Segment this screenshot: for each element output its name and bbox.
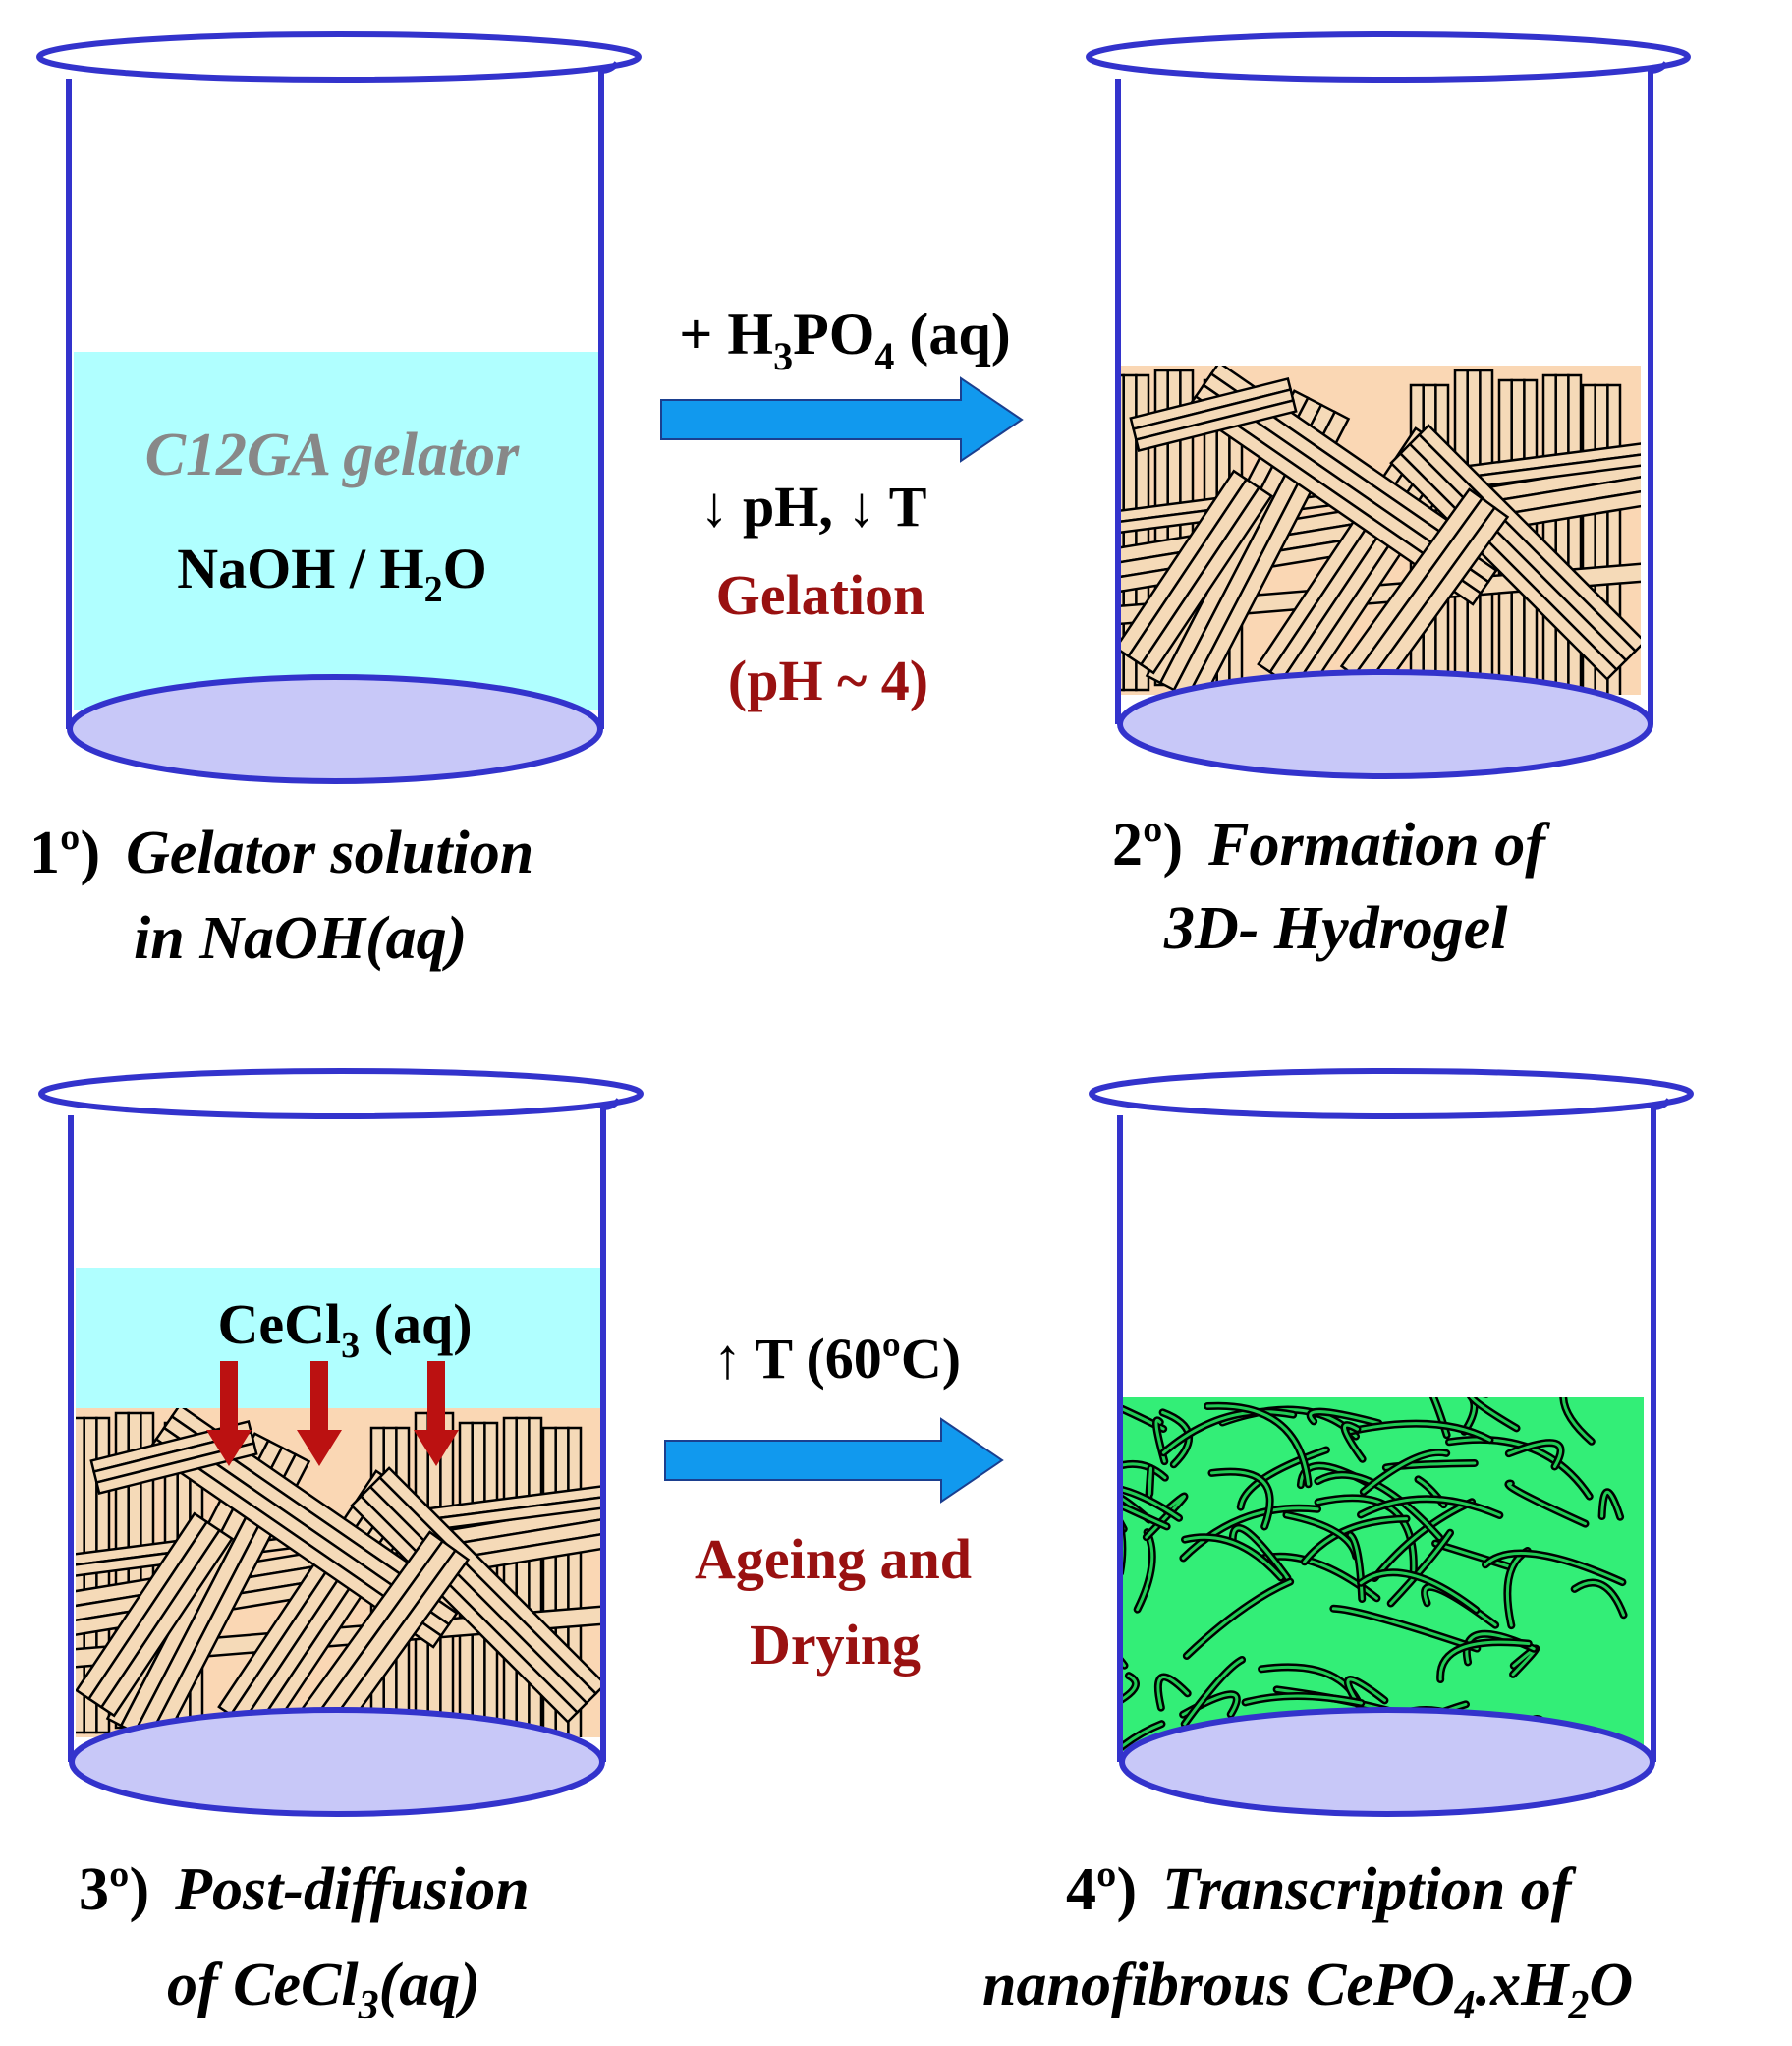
beaker-2-fibers bbox=[1115, 366, 1641, 695]
step-1-annotation: + H3PO4 (aq) ↓ pH, ↓ T Gelation (pH ~ 4) bbox=[660, 302, 1024, 712]
nanofiber-core bbox=[1348, 1533, 1364, 1601]
beaker-4-rim bbox=[1089, 1068, 1694, 1119]
nanofiber-core bbox=[1120, 1406, 1165, 1431]
nanofiber-core bbox=[1309, 1410, 1380, 1425]
step-1-condition: ↓ pH, ↓ T bbox=[700, 475, 926, 539]
nanofiber-core bbox=[1389, 1531, 1452, 1606]
diffusion-arrow-3 bbox=[414, 1361, 459, 1466]
fiber-bundle bbox=[76, 1511, 234, 1718]
step-1-reagent: + H3PO4 (aq) bbox=[679, 302, 1011, 378]
step-2-arrow bbox=[664, 1417, 1004, 1504]
nanofiber-core bbox=[1205, 1404, 1311, 1486]
svg-text:2º)Formation of: 2º)Formation of bbox=[1112, 812, 1550, 879]
nanofiber-core bbox=[1469, 1397, 1519, 1430]
beaker-3-rim bbox=[38, 1068, 644, 1119]
nanofiber-core bbox=[1438, 1640, 1531, 1681]
svg-text:in NaOH(aq): in NaOH(aq) bbox=[134, 905, 467, 972]
nanofiber-core bbox=[1244, 1694, 1363, 1705]
nanofiber-core bbox=[1303, 1517, 1409, 1563]
nanofiber-core bbox=[1507, 1441, 1562, 1468]
svg-text:1º)Gelator solution: 1º)Gelator solution bbox=[29, 820, 533, 886]
beaker-3-fibers bbox=[76, 1408, 601, 1737]
nanofiber-core bbox=[1346, 1677, 1386, 1707]
nanofiber-core bbox=[1343, 1423, 1365, 1461]
nanofiber-core bbox=[1359, 1570, 1478, 1612]
diffusion-arrow-1 bbox=[206, 1361, 252, 1466]
nanofiber-core bbox=[1209, 1470, 1272, 1528]
fiber-bundle bbox=[1115, 469, 1273, 675]
step-1-process-line-1: Gelation bbox=[716, 563, 925, 627]
step-2-process-line-1: Ageing and bbox=[695, 1527, 972, 1591]
nanofiber-core bbox=[1181, 1506, 1319, 1560]
caption-2: 2º)Formation of 3D- Hydrogel bbox=[1112, 812, 1550, 962]
beaker-2-rim bbox=[1086, 31, 1691, 83]
fiber-bundle bbox=[350, 1466, 601, 1724]
svg-text:4º)Transcription of: 4º)Transcription of bbox=[1066, 1856, 1577, 1923]
caption-3: 3º)Post-diffusion of CeCl3(aq) bbox=[79, 1856, 530, 2028]
beaker-2 bbox=[1086, 31, 1691, 779]
fiber-bundle bbox=[146, 1408, 467, 1649]
nanofiber-core bbox=[1120, 1487, 1181, 1520]
solvent-label: NaOH / H2O bbox=[177, 537, 486, 610]
gelator-label: C12GA gelator bbox=[145, 422, 521, 488]
diffusion-arrow-2 bbox=[297, 1361, 342, 1466]
nanofiber-core bbox=[1484, 1551, 1624, 1584]
nanofiber-core bbox=[1331, 1607, 1479, 1651]
step-2-annotation: ↑ T (60ºC) Ageing and Drying bbox=[664, 1327, 1004, 1677]
nanofiber-core bbox=[1372, 1500, 1474, 1580]
caption-4: 4º)Transcription of nanofibrous CePO4.xH… bbox=[982, 1856, 1633, 2028]
nanofiber-core bbox=[1120, 1503, 1169, 1528]
nanofiber-core bbox=[1156, 1676, 1190, 1710]
nanofiber-core bbox=[1185, 1580, 1292, 1658]
fiber-bundle bbox=[300, 1530, 471, 1737]
nanofiber-core bbox=[1147, 1466, 1152, 1501]
step-2-process-line-2: Drying bbox=[750, 1613, 921, 1677]
nanofiber-core bbox=[1316, 1496, 1416, 1575]
nanofiber-core bbox=[1433, 1542, 1514, 1569]
nanofiber-core bbox=[1573, 1581, 1626, 1617]
nanofiber-core bbox=[1507, 1482, 1587, 1526]
nanofiber-core bbox=[1362, 1450, 1448, 1494]
nanofiber-core bbox=[1183, 1535, 1283, 1579]
nanofiber-core bbox=[1120, 1674, 1138, 1703]
nanofiber-core bbox=[1231, 1526, 1289, 1580]
beaker-4-bottom bbox=[1119, 1707, 1655, 1817]
beaker-2-bottom bbox=[1117, 669, 1653, 779]
beaker-3: CeCl3 (aq) bbox=[38, 1068, 644, 1817]
cecl3-label: CeCl3 (aq) bbox=[217, 1292, 472, 1366]
beaker-3-bottom bbox=[69, 1707, 605, 1817]
nanofiber-core bbox=[1183, 1658, 1244, 1726]
step-2-condition: ↑ T (60ºC) bbox=[713, 1327, 961, 1391]
fiber-bundle bbox=[1129, 376, 1298, 453]
svg-text:3º)Post-diffusion: 3º)Post-diffusion bbox=[79, 1856, 530, 1923]
beaker-4 bbox=[1089, 1068, 1694, 1817]
svg-text:nanofibrous CePO4.xH2O: nanofibrous CePO4.xH2O bbox=[982, 1952, 1633, 2028]
beaker-1: C12GA gelator NaOH / H2O bbox=[36, 31, 642, 784]
beaker-1-bottom bbox=[67, 674, 603, 784]
svg-text:3D- Hydrogel: 3D- Hydrogel bbox=[1163, 895, 1508, 962]
caption-1: 1º)Gelator solution in NaOH(aq) bbox=[29, 820, 533, 972]
fiber-bundle bbox=[1339, 487, 1510, 695]
beaker-1-solution bbox=[74, 352, 599, 710]
beaker-1-rim bbox=[36, 31, 642, 83]
nanofiber-core bbox=[1349, 1422, 1491, 1442]
step-1-process-line-2: (pH ~ 4) bbox=[728, 649, 928, 712]
nanofiber-core bbox=[1359, 1497, 1501, 1517]
step-1-arrow bbox=[660, 376, 1024, 463]
beaker-3-solution bbox=[76, 1268, 601, 1410]
nanofiber-core bbox=[1561, 1397, 1594, 1444]
fiber-bundle bbox=[1389, 424, 1641, 681]
nanofiber-core bbox=[1600, 1491, 1622, 1519]
svg-text:of CeCl3(aq): of CeCl3(aq) bbox=[167, 1952, 480, 2028]
nanofiber-core bbox=[1161, 1410, 1295, 1454]
